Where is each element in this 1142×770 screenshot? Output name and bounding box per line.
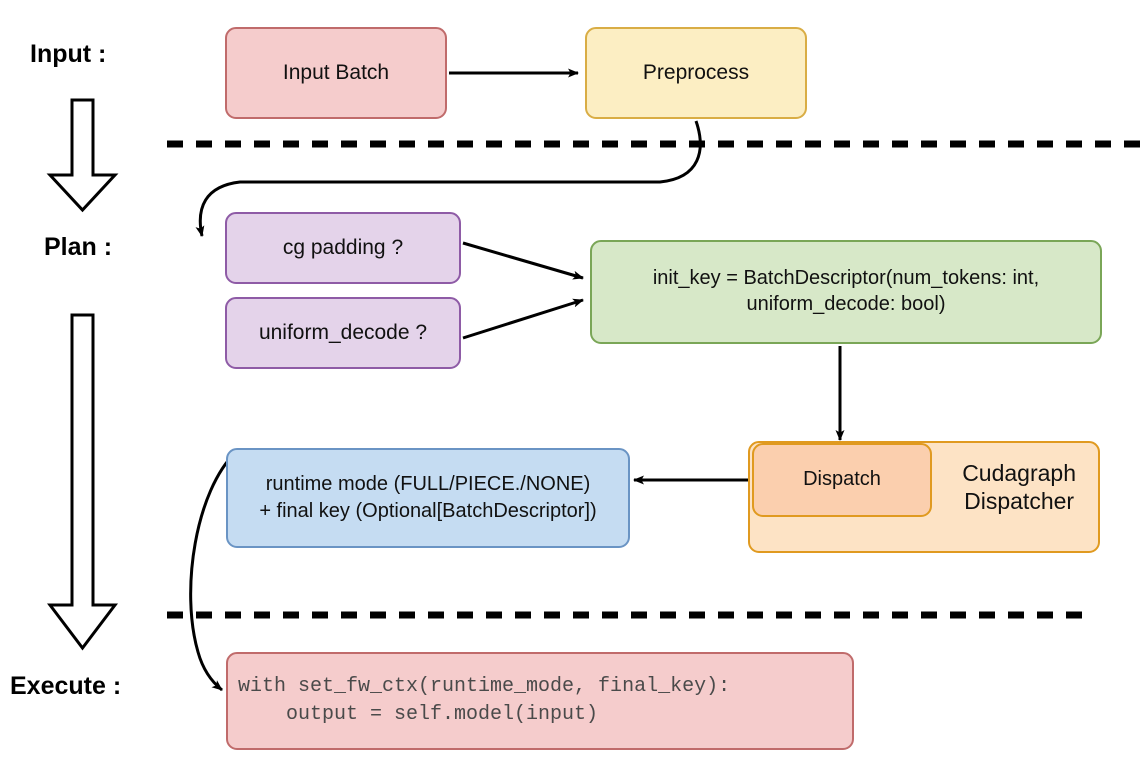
node-runtime-mode-line1: runtime mode (FULL/PIECE./NONE) bbox=[265, 473, 591, 496]
big-arrow-plan-to-execute bbox=[46, 313, 119, 651]
node-cg-padding[interactable]: cg padding ? bbox=[225, 212, 461, 284]
edge-uniform-decode-to-init-key bbox=[462, 298, 584, 340]
node-cudagraph-dispatcher-line1: Cudagraph bbox=[962, 460, 1076, 486]
stage-label-execute: Execute : bbox=[10, 672, 122, 700]
node-init-key-line2: uniform_decode: bool) bbox=[746, 293, 946, 315]
edge-cg-padding-to-init-key bbox=[462, 241, 584, 280]
node-dispatch[interactable]: Dispatch bbox=[752, 443, 932, 517]
node-cg-padding-label: cg padding ? bbox=[282, 235, 404, 259]
node-cudagraph-dispatcher-line2: Dispatcher bbox=[964, 488, 1075, 515]
node-uniform-decode-label: uniform_decode ? bbox=[258, 320, 428, 344]
node-input-batch-label: Input Batch bbox=[282, 60, 390, 84]
node-preprocess[interactable]: Preprocess bbox=[585, 27, 807, 119]
node-preprocess-label: Preprocess bbox=[642, 60, 750, 84]
node-uniform-decode[interactable]: uniform_decode ? bbox=[225, 297, 461, 369]
node-code-block-text: with set_fw_ctx(runtime_mode, final_key)… bbox=[238, 673, 730, 729]
stage-label-plan: Plan : bbox=[44, 233, 113, 261]
big-arrow-input-to-plan bbox=[46, 98, 119, 213]
node-cudagraph-dispatcher-text: Cudagraph Dispatcher bbox=[962, 459, 1076, 515]
node-runtime-mode-line2: + final key (Optional[BatchDescriptor]) bbox=[259, 500, 597, 522]
node-runtime-mode[interactable]: runtime mode (FULL/PIECE./NONE) + final … bbox=[226, 448, 630, 548]
node-dispatch-label: Dispatch bbox=[803, 468, 881, 491]
stage-label-input: Input : bbox=[30, 40, 107, 68]
node-code-block[interactable]: with set_fw_ctx(runtime_mode, final_key)… bbox=[226, 652, 854, 750]
node-runtime-mode-text: runtime mode (FULL/PIECE./NONE) + final … bbox=[259, 471, 596, 525]
node-init-key-line1: init_key = BatchDescriptor(num_tokens: i… bbox=[652, 267, 1040, 290]
node-input-batch[interactable]: Input Batch bbox=[225, 27, 447, 119]
node-init-key-text: init_key = BatchDescriptor(num_tokens: i… bbox=[653, 266, 1039, 317]
node-code-block-line1: with set_fw_ctx(runtime_mode, final_key)… bbox=[238, 675, 731, 698]
node-code-block-line2: output = self.model(input) bbox=[238, 703, 599, 726]
node-init-key[interactable]: init_key = BatchDescriptor(num_tokens: i… bbox=[590, 240, 1102, 344]
